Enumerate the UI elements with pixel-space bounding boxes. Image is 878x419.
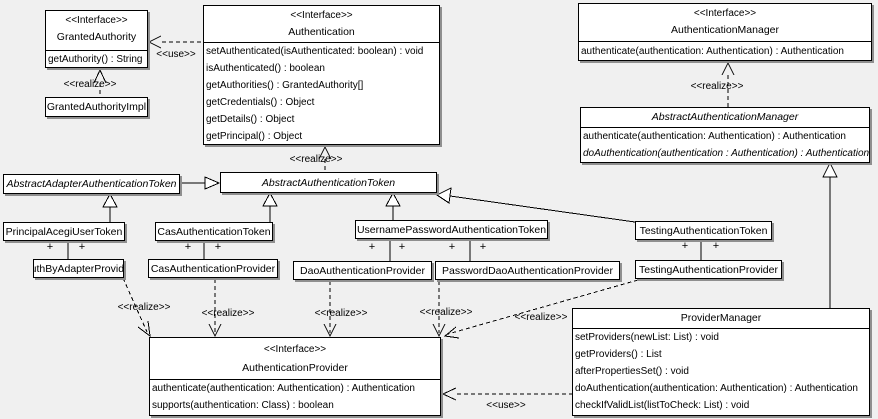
class-abstract-authentication-manager[interactable]: AbstractAuthenticationManager authentica… bbox=[580, 107, 870, 163]
realize-label: <<realize>> bbox=[690, 81, 744, 92]
stereotype-label: <<Interface>> bbox=[65, 15, 128, 26]
class-authentication-provider[interactable]: <<Interface>> AuthenticationProvider aut… bbox=[149, 337, 441, 416]
class-abstract-authentication-token[interactable]: AbstractAuthenticationToken bbox=[220, 172, 437, 193]
class-name: TestingAuthenticationToken bbox=[639, 224, 768, 237]
class-testing-authentication-token[interactable]: TestingAuthenticationToken bbox=[635, 221, 772, 240]
class-authentication[interactable]: <<Interface>> Authentication setAuthenti… bbox=[203, 5, 440, 145]
class-provider-manager[interactable]: ProviderManager setProviders(newList: Li… bbox=[572, 308, 870, 416]
generalization-adapter-to-abstract-token bbox=[180, 176, 221, 190]
class-name: AbstractAuthenticationManager bbox=[651, 111, 799, 123]
class-name: UsernamePasswordAuthenticationToken bbox=[356, 223, 547, 236]
class-name: ProviderManager bbox=[680, 312, 762, 324]
stereotype-label: <<Interface>> bbox=[693, 8, 757, 19]
method-label: getCredentials() : Object bbox=[206, 97, 315, 108]
method-label: getPrincipal() : Object bbox=[206, 131, 303, 142]
method-label: setAuthenticated(isAuthenticated: boolea… bbox=[206, 46, 424, 57]
class-cas-authentication-token[interactable]: CasAuthenticationToken bbox=[155, 222, 273, 241]
realize-impl-to-granted-authority bbox=[93, 68, 107, 97]
realize-dao-to-provider-interface bbox=[323, 281, 337, 338]
method-label: doAuthentication(authentication : Authen… bbox=[583, 148, 869, 159]
class-granted-authority[interactable]: <<Interface>> GrantedAuthority getAuthor… bbox=[45, 10, 148, 68]
class-granted-authority-impl[interactable]: GrantedAuthorityImpl bbox=[45, 97, 148, 117]
class-name: CasAuthenticationProvider bbox=[150, 262, 276, 275]
class-password-dao-authentication-provider[interactable]: PasswordDaoAuthenticationProvider bbox=[435, 261, 620, 280]
realize-label: <<realize>> bbox=[419, 307, 473, 318]
class-name: GrantedAuthorityImpl bbox=[46, 101, 147, 113]
method-label: isAuthenticated() : boolean bbox=[206, 63, 325, 74]
use-authentication-to-granted-authority bbox=[147, 35, 203, 49]
stereotype-label: <<Interface>> bbox=[263, 344, 327, 355]
method-label: afterPropertiesSet() : void bbox=[575, 366, 689, 377]
multiplicity-label: + bbox=[479, 241, 487, 253]
multiplicity-label: + bbox=[184, 241, 192, 253]
realize-cas-to-provider-interface bbox=[208, 279, 222, 338]
multiplicity-label: + bbox=[448, 241, 456, 253]
use-label: <<use>> bbox=[486, 400, 526, 411]
class-name: AbstractAuthenticationToken bbox=[261, 176, 396, 189]
stereotype-label: <<Interface>> bbox=[290, 10, 353, 21]
method-label: supports(authentication: Class) : boolea… bbox=[152, 400, 334, 411]
generalization-upw-token-to-abstract-token bbox=[385, 191, 401, 220]
realize-passworddao-to-provider-interface bbox=[432, 281, 446, 338]
method-label: getDetails() : Object bbox=[206, 114, 295, 125]
class-name: CasAuthenticationToken bbox=[157, 225, 271, 238]
class-name: Authentication bbox=[288, 26, 355, 38]
class-name: AuthenticationProvider bbox=[242, 362, 348, 374]
realize-abstract-token-to-authentication bbox=[318, 145, 332, 172]
class-testing-authentication-provider[interactable]: TestingAuthenticationProvider bbox=[635, 260, 782, 279]
class-name: GrantedAuthority bbox=[56, 31, 137, 43]
method-label: getAuthorities() : GrantedAuthority[] bbox=[206, 80, 364, 91]
class-name: AuthenticationManager bbox=[671, 24, 779, 36]
method-label: doAuthentication(authentication: Authent… bbox=[575, 383, 858, 394]
realize-testing-to-provider-interface bbox=[443, 279, 639, 339]
use-label: <<use>> bbox=[156, 49, 196, 60]
multiplicity-label: + bbox=[214, 241, 222, 253]
class-name: AbstractAdapterAuthenticationToken bbox=[6, 178, 177, 190]
multiplicity-label: + bbox=[46, 241, 54, 253]
use-provider-manager-to-provider-interface bbox=[441, 387, 572, 401]
realize-label: <<realize>> bbox=[514, 312, 568, 323]
class-name: PrincipalAcegiUserToken bbox=[5, 225, 123, 238]
generalization-testing-token-to-abstract-token bbox=[436, 187, 636, 223]
generalization-principal-to-adapter bbox=[102, 192, 118, 222]
class-header: <<Interface>> Authentication bbox=[204, 6, 439, 43]
multiplicity-label: + bbox=[712, 240, 720, 252]
realize-label: <<realize>> bbox=[117, 302, 171, 313]
class-principal-acegi-user-token[interactable]: PrincipalAcegiUserToken bbox=[3, 222, 125, 241]
class-header: <<Interface>> AuthenticationProvider bbox=[150, 338, 440, 380]
class-name: DaoAuthenticationProvider bbox=[300, 264, 425, 277]
method-label: checkIfValidList(listToCheck: List) : vo… bbox=[575, 400, 750, 411]
multiplicity-label: + bbox=[681, 240, 689, 252]
multiplicity-label: + bbox=[78, 241, 86, 253]
class-cas-authentication-provider[interactable]: CasAuthenticationProvider bbox=[148, 259, 278, 278]
class-header: <<Interface>> GrantedAuthority bbox=[46, 11, 147, 51]
class-name: PasswordDaoAuthenticationProvider bbox=[441, 264, 613, 277]
method-label: authenticate(authentication: Authenticat… bbox=[583, 131, 846, 142]
method-label: authenticate(authentication: Authenticat… bbox=[152, 383, 415, 394]
generalization-provider-manager-to-abstract-manager bbox=[822, 161, 838, 308]
realize-abstract-manager-to-manager bbox=[721, 61, 735, 107]
class-name: TestingAuthenticationProvider bbox=[639, 263, 778, 276]
realize-label: <<realize>> bbox=[314, 308, 368, 319]
method-label: getProviders() : List bbox=[575, 349, 662, 360]
class-dao-authentication-provider[interactable]: DaoAuthenticationProvider bbox=[293, 261, 432, 280]
realize-label: <<realize>> bbox=[289, 154, 343, 165]
realize-authbyadapter-to-provider-interface bbox=[122, 277, 151, 338]
class-name: AuthByAdapterProvider bbox=[34, 262, 124, 275]
class-abstract-adapter-authentication-token[interactable]: AbstractAdapterAuthenticationToken bbox=[3, 174, 180, 194]
class-auth-by-adapter-provider[interactable]: AuthByAdapterProvider bbox=[33, 259, 124, 278]
method-label: getAuthority() : String bbox=[48, 54, 143, 65]
generalization-cas-token-to-abstract-token bbox=[262, 191, 278, 222]
class-authentication-manager[interactable]: <<Interface>> AuthenticationManager auth… bbox=[578, 3, 872, 61]
method-label: authenticate(authentication: Authenticat… bbox=[581, 46, 844, 57]
class-header: <<Interface>> AuthenticationManager bbox=[579, 4, 871, 42]
method-label: setProviders(newList: List) : void bbox=[575, 332, 719, 343]
multiplicity-label: + bbox=[398, 241, 406, 253]
realize-label: <<realize>> bbox=[201, 308, 255, 319]
multiplicity-label: + bbox=[368, 241, 376, 253]
realize-label: <<realize>> bbox=[63, 79, 117, 90]
class-username-password-authentication-token[interactable]: UsernamePasswordAuthenticationToken bbox=[355, 220, 548, 239]
class-header: ProviderManager bbox=[573, 309, 869, 329]
class-header: AbstractAuthenticationManager bbox=[581, 108, 869, 128]
